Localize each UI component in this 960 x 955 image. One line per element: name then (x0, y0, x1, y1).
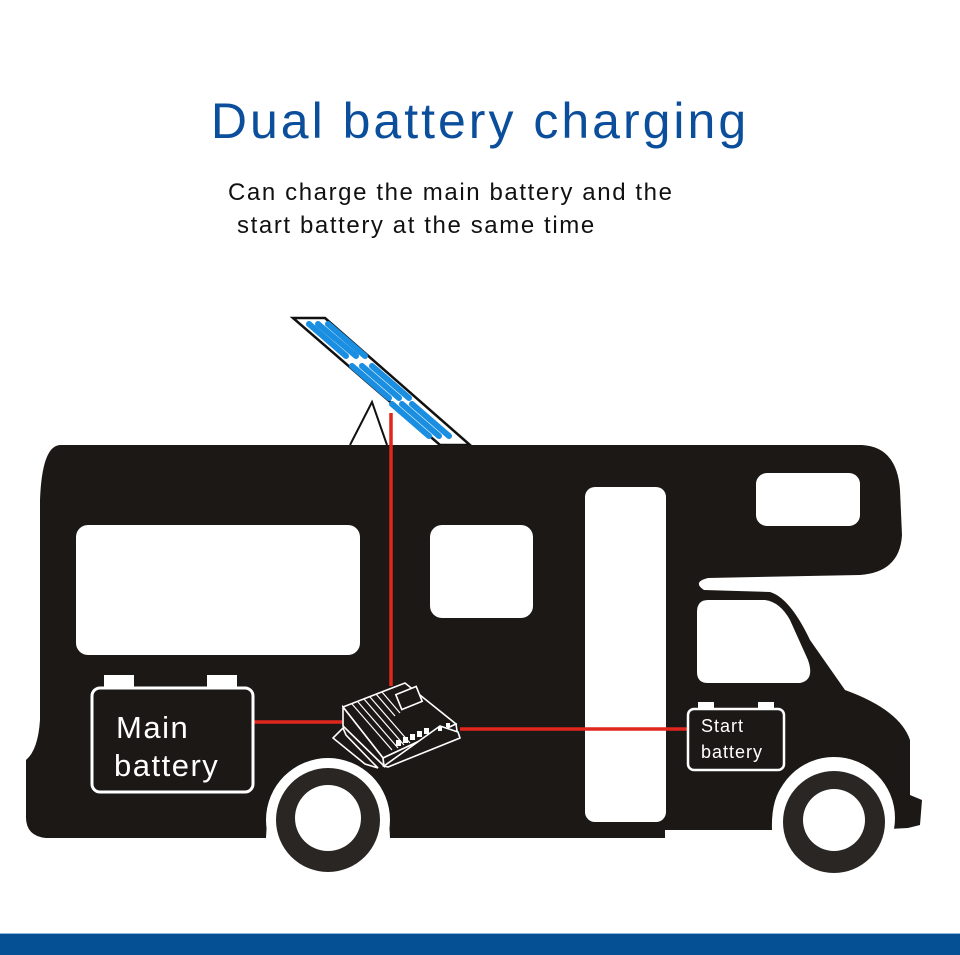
solar-panel-icon (289, 316, 474, 447)
main-battery-label-1: Main (116, 710, 189, 745)
subtitle: Can charge the main battery and the star… (228, 176, 788, 242)
rv-window-cab-top (756, 473, 860, 526)
wiring (253, 413, 690, 731)
front-wheel (773, 757, 895, 879)
bottom-bar-highlight (0, 933, 960, 934)
rv-window-cab (697, 600, 811, 683)
start-battery-label-1: Start (701, 716, 744, 736)
main-battery-label-2: battery (114, 748, 219, 783)
subtitle-line-2: start battery at the same time (237, 212, 596, 239)
charge-controller-icon (331, 682, 461, 769)
subtitle-line-1: Can charge the main battery and the (228, 179, 674, 206)
rv-door-window (585, 487, 666, 822)
rv-window-middle (430, 525, 533, 618)
rear-wheel (266, 758, 390, 882)
start-battery-icon: Start battery (686, 702, 786, 772)
rv-window-large (76, 525, 360, 655)
page-title: Dual battery charging (210, 93, 750, 149)
main-battery-icon: Main battery (90, 675, 255, 794)
bottom-bar (0, 933, 960, 955)
start-battery-label-2: battery (701, 742, 763, 762)
